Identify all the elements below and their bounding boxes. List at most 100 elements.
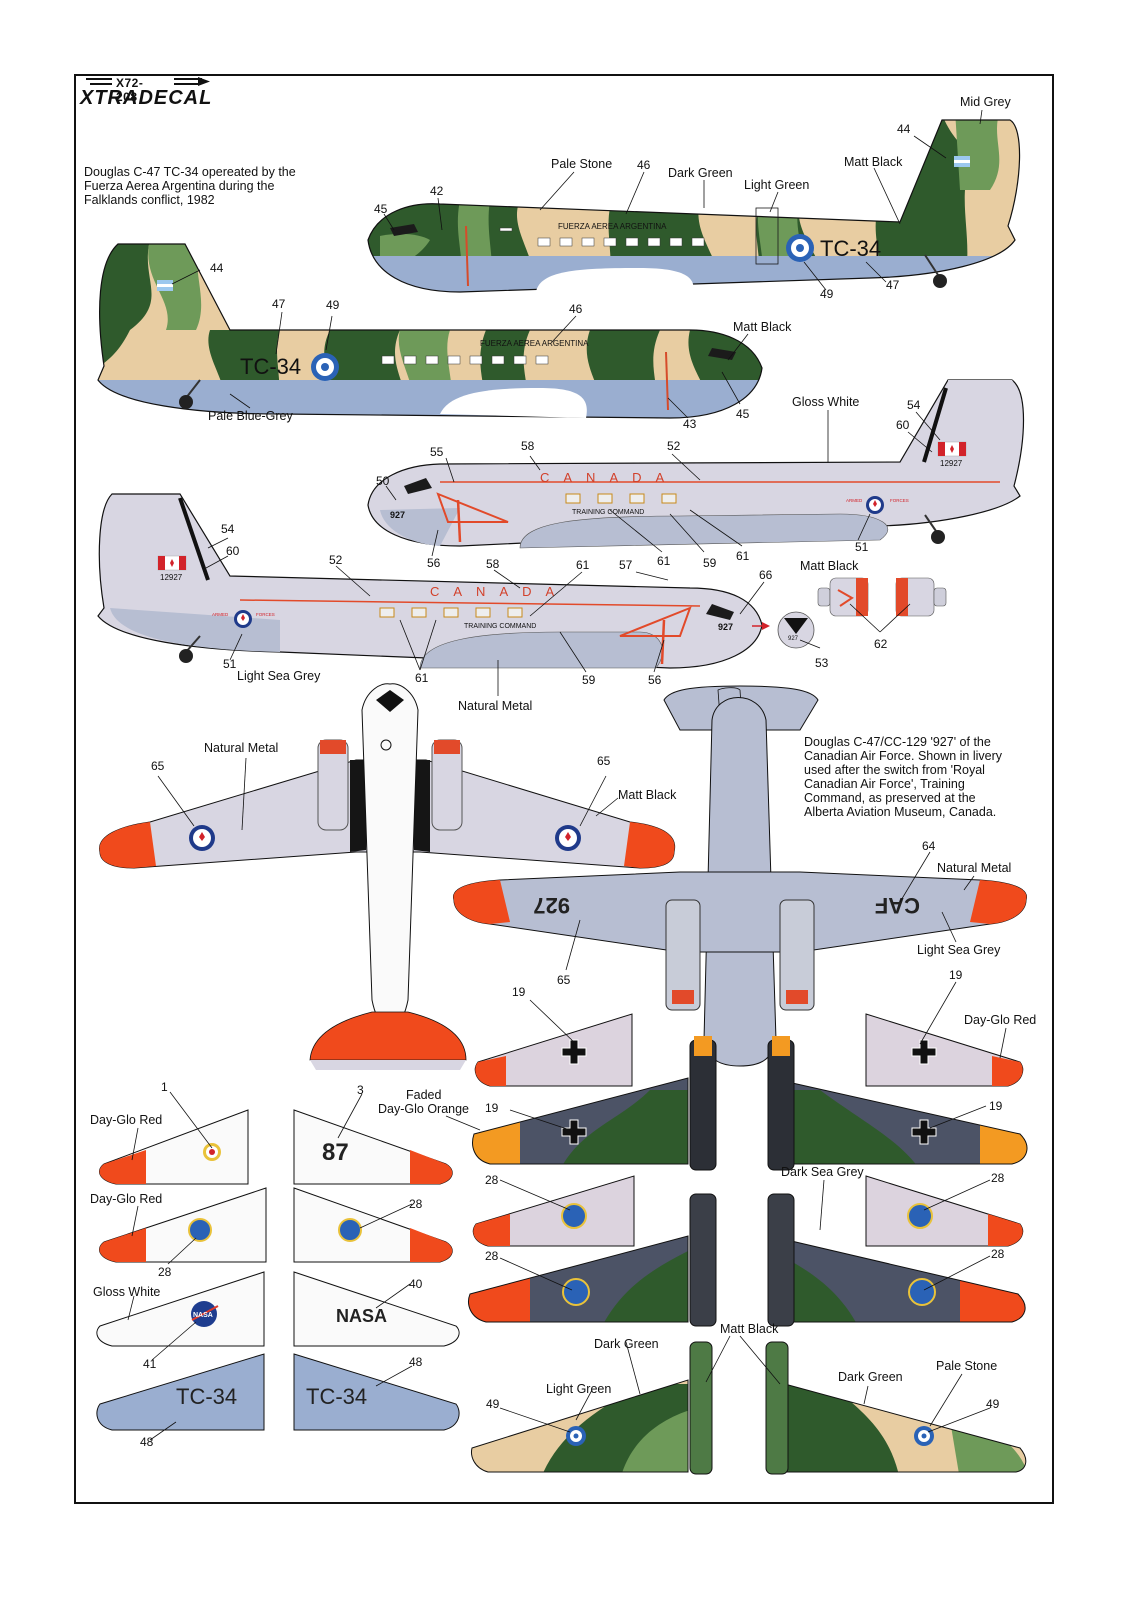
callout-49c: 49 [486, 1397, 500, 1411]
label-natural-metal-2: Natural Metal [204, 741, 279, 755]
callout-51b: 51 [223, 657, 237, 671]
callout-59: 59 [703, 556, 717, 570]
under-927: 927 [533, 893, 570, 918]
callout-28f: 28 [158, 1265, 172, 1279]
label-matt-black-5: Matt Black [720, 1322, 779, 1336]
callout-3: 3 [357, 1083, 364, 1097]
label-dark-sea-grey: Dark Sea Grey [781, 1165, 864, 1179]
swedish-wing-right [865, 1175, 1024, 1247]
callout-49b: 49 [326, 298, 340, 312]
wing-day-glo-swedish-left [99, 1187, 267, 1263]
callout-65: 65 [151, 759, 165, 773]
label-natural-metal-3: Natural Metal [937, 861, 1012, 875]
armed-text-bottom: ARMED [212, 612, 229, 617]
canada-text-top: CANADA [540, 470, 678, 485]
nose-927-bottom: 927 [718, 622, 733, 632]
training-text-top: TRAINING COMMAND [572, 509, 644, 516]
canada-text-bottom: CANADA [430, 584, 568, 599]
callout-1: 1 [161, 1080, 168, 1094]
wing-day-glo-swedish-right [293, 1187, 453, 1263]
fuerza-text: FUERZA AEREA ARGENTINA [558, 222, 667, 231]
canada-top-view [99, 683, 676, 1070]
callout-40: 40 [409, 1277, 423, 1291]
callout-48b: 48 [140, 1435, 154, 1449]
callout-52b: 52 [329, 553, 343, 567]
training-text-bottom: TRAINING COMMAND [464, 623, 536, 630]
under-caf: CAF [875, 893, 920, 918]
callout-61c: 61 [576, 558, 590, 572]
label-dark-green: Dark Green [668, 166, 733, 180]
tc34-side-serial: TC-34 [820, 236, 881, 261]
label-dark-green-3: Dark Green [838, 1370, 903, 1384]
desc-line: Canadian Air Force', Training [804, 777, 965, 791]
callout-41: 41 [143, 1357, 157, 1371]
callout-46: 46 [637, 158, 651, 172]
desc-line: Douglas C-47 TC-34 opereated by the [84, 165, 296, 179]
callout-44b: 44 [210, 261, 224, 275]
callout-28d: 28 [485, 1249, 499, 1263]
canada-c47-right-side: CANADA TRAINING COMMAND 927 ARMED FORCES… [367, 379, 1025, 549]
callout-66: 66 [759, 568, 773, 582]
logo-speed-lines [86, 77, 210, 86]
canada-description: Douglas C-47/CC-129 '927' of the Canadia… [804, 735, 1002, 819]
nose-cone-927: 927 [788, 636, 799, 642]
callout-46b: 46 [569, 302, 583, 316]
callout-19b: 19 [512, 985, 526, 999]
callout-42: 42 [430, 184, 444, 198]
wing-day-glo-roundel [99, 1109, 249, 1185]
desc-line: Douglas C-47/CC-129 '927' of the [804, 735, 991, 749]
callout-28c: 28 [409, 1197, 423, 1211]
nose-cone-decal: 927 [777, 611, 815, 649]
sheet-border [74, 74, 1054, 1504]
callout-52: 52 [667, 439, 681, 453]
iron-cross-wing-left [474, 1013, 633, 1087]
label-matt-black-3: Matt Black [800, 559, 859, 573]
product-code: X72-208 [116, 76, 144, 104]
label-light-green: Light Green [744, 178, 810, 192]
label-faded: Faded [406, 1088, 442, 1102]
callout-47b: 47 [272, 297, 286, 311]
callout-56b: 56 [648, 673, 662, 687]
label-pale-stone-2: Pale Stone [936, 1359, 998, 1373]
callout-55: 55 [430, 445, 444, 459]
callout-63: 64 [922, 839, 936, 853]
callout-28b: 28 [991, 1171, 1005, 1185]
wing-pale-blue-tc34-right: TC-34 [293, 1353, 460, 1431]
label-light-green-2: Light Green [546, 1382, 612, 1396]
desc-line: Canadian Air Force. Shown in livery [804, 749, 1003, 763]
label-dark-green-2: Dark Green [594, 1337, 659, 1351]
argentina-c47-right-side: FUERZA AEREA ARGENTINA TC-34 [367, 119, 1021, 300]
tc34-wing-right: TC-34 [306, 1384, 367, 1409]
callout-45b: 45 [736, 407, 750, 421]
nasa-logo-text: NASA [193, 1312, 213, 1319]
swedish-wing-left [472, 1175, 635, 1247]
wing-gloss-white-nasa-logo: NASA [96, 1271, 265, 1347]
leader-lines [127, 109, 1007, 1441]
callout-50: 50 [376, 474, 390, 488]
canada-underside-view: 927 CAF [453, 685, 1027, 1067]
nasa-wing-text: NASA [336, 1306, 387, 1326]
callout-19c: 19 [485, 1101, 499, 1115]
callout-28e: 28 [991, 1247, 1005, 1261]
label-matt-black-2: Matt Black [733, 320, 792, 334]
label-day-glo-red-3: Day-Glo Red [90, 1192, 163, 1206]
label-day-glo-orange: Day-Glo Orange [378, 1102, 470, 1116]
tc34-left-serial: TC-34 [240, 354, 301, 379]
callout-57: 57 [619, 558, 633, 572]
callout-47: 47 [886, 278, 900, 292]
desc-line: Alberta Aviation Museum, Canada. [804, 805, 997, 819]
callout-61: 61 [657, 554, 671, 568]
callout-58b: 58 [486, 557, 500, 571]
label-day-glo-red: Day-Glo Red [964, 1013, 1037, 1027]
callout-43: 43 [683, 417, 697, 431]
callout-64: 65 [557, 973, 571, 987]
armed-text-top: ARMED [846, 498, 863, 503]
label-mid-grey: Mid Grey [960, 95, 1011, 109]
canada-c47-left-side: CANADA TRAINING COMMAND 927 ARMED FORCES… [97, 493, 770, 669]
desc-line: Fuerza Aerea Argentina during the [84, 179, 275, 193]
label-day-glo-red-2: Day-Glo Red [90, 1113, 163, 1127]
label-natural-metal: Natural Metal [458, 699, 533, 713]
tc34-wing-left: TC-34 [176, 1384, 237, 1409]
label-light-sea-grey-2: Light Sea Grey [917, 943, 1001, 957]
